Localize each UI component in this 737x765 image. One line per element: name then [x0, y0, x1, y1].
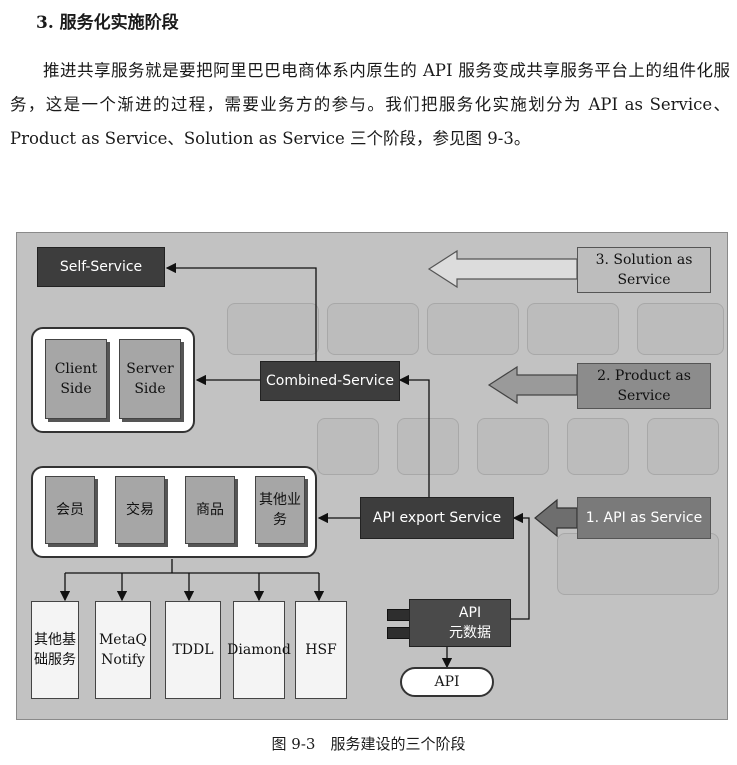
self-service-box: Self-Service [37, 247, 165, 287]
business-tile-trade: 交易 [115, 476, 165, 544]
background-shape [527, 303, 619, 355]
body-paragraph: 推进共享服务就是要把阿里巴巴电商体系内原生的 API 服务变成共享服务平台上的组… [10, 61, 730, 148]
background-shape [427, 303, 519, 355]
phase-arrow-1 [534, 498, 578, 538]
phase-arrow-2 [487, 365, 578, 405]
background-shape [317, 418, 379, 475]
figure-caption: 图 9-3 服务建设的三个阶段 [271, 735, 466, 753]
background-shape [637, 303, 724, 355]
api-metadata-label: API [458, 605, 482, 621]
section-title: 3. 服务化实施阶段 [36, 13, 179, 33]
background-shape [477, 418, 549, 475]
api-metadata-sublabel: 元数据 [449, 625, 491, 641]
business-tile-member: 会员 [45, 476, 95, 544]
infra-tile-hsf: HSF [295, 601, 347, 699]
business-tile-other: 其他业务 [255, 476, 305, 544]
combined-service-box: Combined-Service [260, 361, 400, 401]
client-side-tile: Client Side [45, 339, 107, 419]
business-tile-product: 商品 [185, 476, 235, 544]
phase-product-as-service: 2. Product as Service [577, 363, 711, 409]
server-side-tile: Server Side [119, 339, 181, 419]
api-export-service-box: API export Service [360, 497, 514, 539]
background-shape [647, 418, 719, 475]
connector-arrows [59, 249, 578, 669]
phase-arrow-3 [427, 249, 578, 289]
infra-tile-diamond: Diamond [227, 601, 291, 699]
background-shape [557, 533, 719, 595]
api-metadata-box: API 元数据 [409, 599, 511, 647]
background-shape [567, 418, 629, 475]
background-shape [227, 303, 319, 355]
background-shape [397, 418, 459, 475]
phase-api-as-service: 1. API as Service [577, 497, 711, 539]
infra-tile-tddl: TDDL [165, 601, 221, 699]
background-shape [327, 303, 419, 355]
figure-diagram: Self-Service Client Side Server Side Com… [16, 232, 728, 720]
api-oval: API [400, 667, 494, 697]
infra-tile-other-basic: 其他基础服务 [31, 601, 79, 699]
infra-tile-metaq-notify: MetaQ Notify [95, 601, 151, 699]
phase-solution-as-service: 3. Solution as Service [577, 247, 711, 293]
